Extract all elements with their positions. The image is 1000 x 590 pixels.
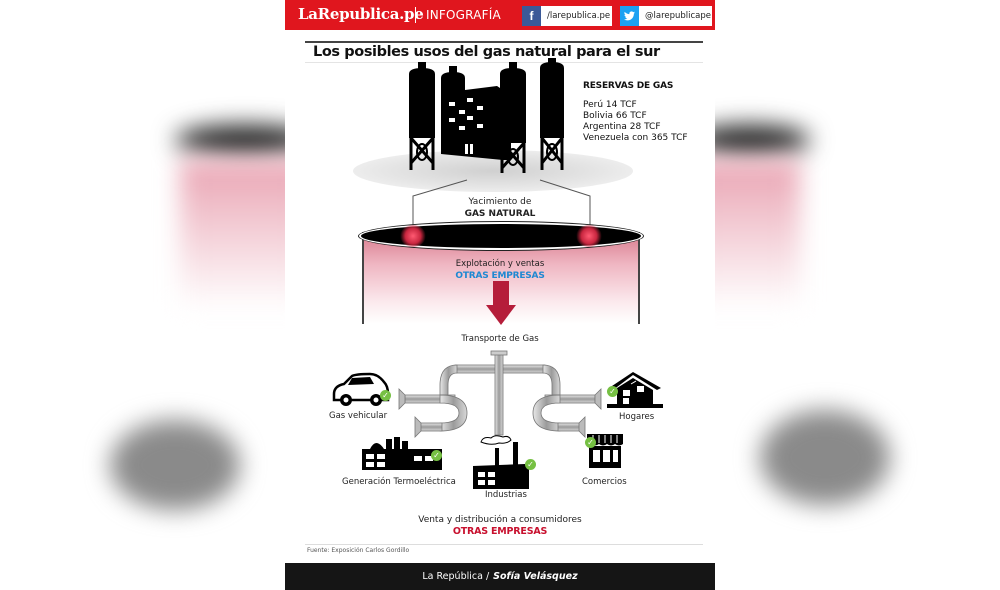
footer-rule xyxy=(305,544,703,545)
reserve-item: Perú 14 TCF xyxy=(583,100,637,110)
check-icon: ✓ xyxy=(607,386,618,397)
use-label-commerce: Comercios xyxy=(582,477,627,487)
twitter-link[interactable]: @larepublicape xyxy=(620,6,712,26)
gas-reserves-panel: RESERVAS DE GAS Perú 14 TCF Bolivia 66 T… xyxy=(583,81,688,144)
blurred-background-left xyxy=(0,0,290,590)
reserves-heading: RESERVAS DE GAS xyxy=(583,81,674,91)
down-arrow-head xyxy=(486,305,516,325)
check-icon: ✓ xyxy=(585,437,596,448)
reserve-item: Argentina 28 TCF xyxy=(583,122,661,132)
source-note: Fuente: Exposición Carlos Gordillo xyxy=(307,547,410,554)
glow-marker-right xyxy=(576,225,602,247)
transport-label: Transporte de Gas xyxy=(461,334,539,344)
blurred-background-right xyxy=(710,0,1000,590)
credits-bar: La República / Sofía Velásquez xyxy=(285,563,715,590)
connector-lines xyxy=(412,179,591,232)
pipeline-icon xyxy=(398,350,602,438)
twitter-icon xyxy=(620,6,639,26)
site-header: LaRepublica.pe INFOGRAFÍA f /larepublica… xyxy=(285,0,715,30)
use-label-thermoelectric: Generación Termoeléctrica xyxy=(342,477,456,487)
author-credit: Sofía Velásquez xyxy=(493,571,578,582)
check-icon: ✓ xyxy=(525,459,536,470)
twitter-handle: @larepublicape xyxy=(645,11,712,21)
reserve-item: Bolivia 66 TCF xyxy=(583,111,647,121)
facebook-link[interactable]: f /larepublica.pe xyxy=(522,6,612,26)
shop-icon xyxy=(587,434,623,468)
factory-icon xyxy=(473,435,529,489)
facebook-handle: /larepublica.pe xyxy=(547,11,611,21)
title-bottom-rule xyxy=(305,62,703,63)
title-top-rule xyxy=(305,41,703,43)
brand-logo[interactable]: LaRepublica.pe xyxy=(298,5,424,23)
header-divider xyxy=(415,7,416,23)
power-plant-icon xyxy=(362,437,442,470)
distribution-label: Venta y distribución a consumidores OTRA… xyxy=(418,515,582,537)
gas-field-label: Yacimiento de GAS NATURAL xyxy=(464,197,536,219)
section-label: INFOGRAFÍA xyxy=(426,8,501,22)
car-icon xyxy=(332,372,390,406)
publication-credit: La República / xyxy=(422,571,490,582)
use-label-industries: Industrias xyxy=(485,490,527,500)
gas-plant-icon xyxy=(409,58,564,173)
glow-marker-left xyxy=(400,225,426,247)
use-label-homes: Hogares xyxy=(619,412,655,422)
check-icon: ✓ xyxy=(380,390,391,401)
down-arrow-icon xyxy=(493,281,509,307)
use-label-vehicular: Gas vehicular xyxy=(329,411,388,421)
exploitation-label: Explotación y ventas OTRAS EMPRESAS xyxy=(455,259,545,281)
page-title: Los posibles usos del gas natural para e… xyxy=(313,44,660,60)
check-icon: ✓ xyxy=(431,450,442,461)
infographic-page: LaRepublica.pe INFOGRAFÍA f /larepublica… xyxy=(285,0,715,590)
facebook-icon: f xyxy=(522,6,541,26)
reserve-item: Venezuela con 365 TCF xyxy=(583,133,688,143)
